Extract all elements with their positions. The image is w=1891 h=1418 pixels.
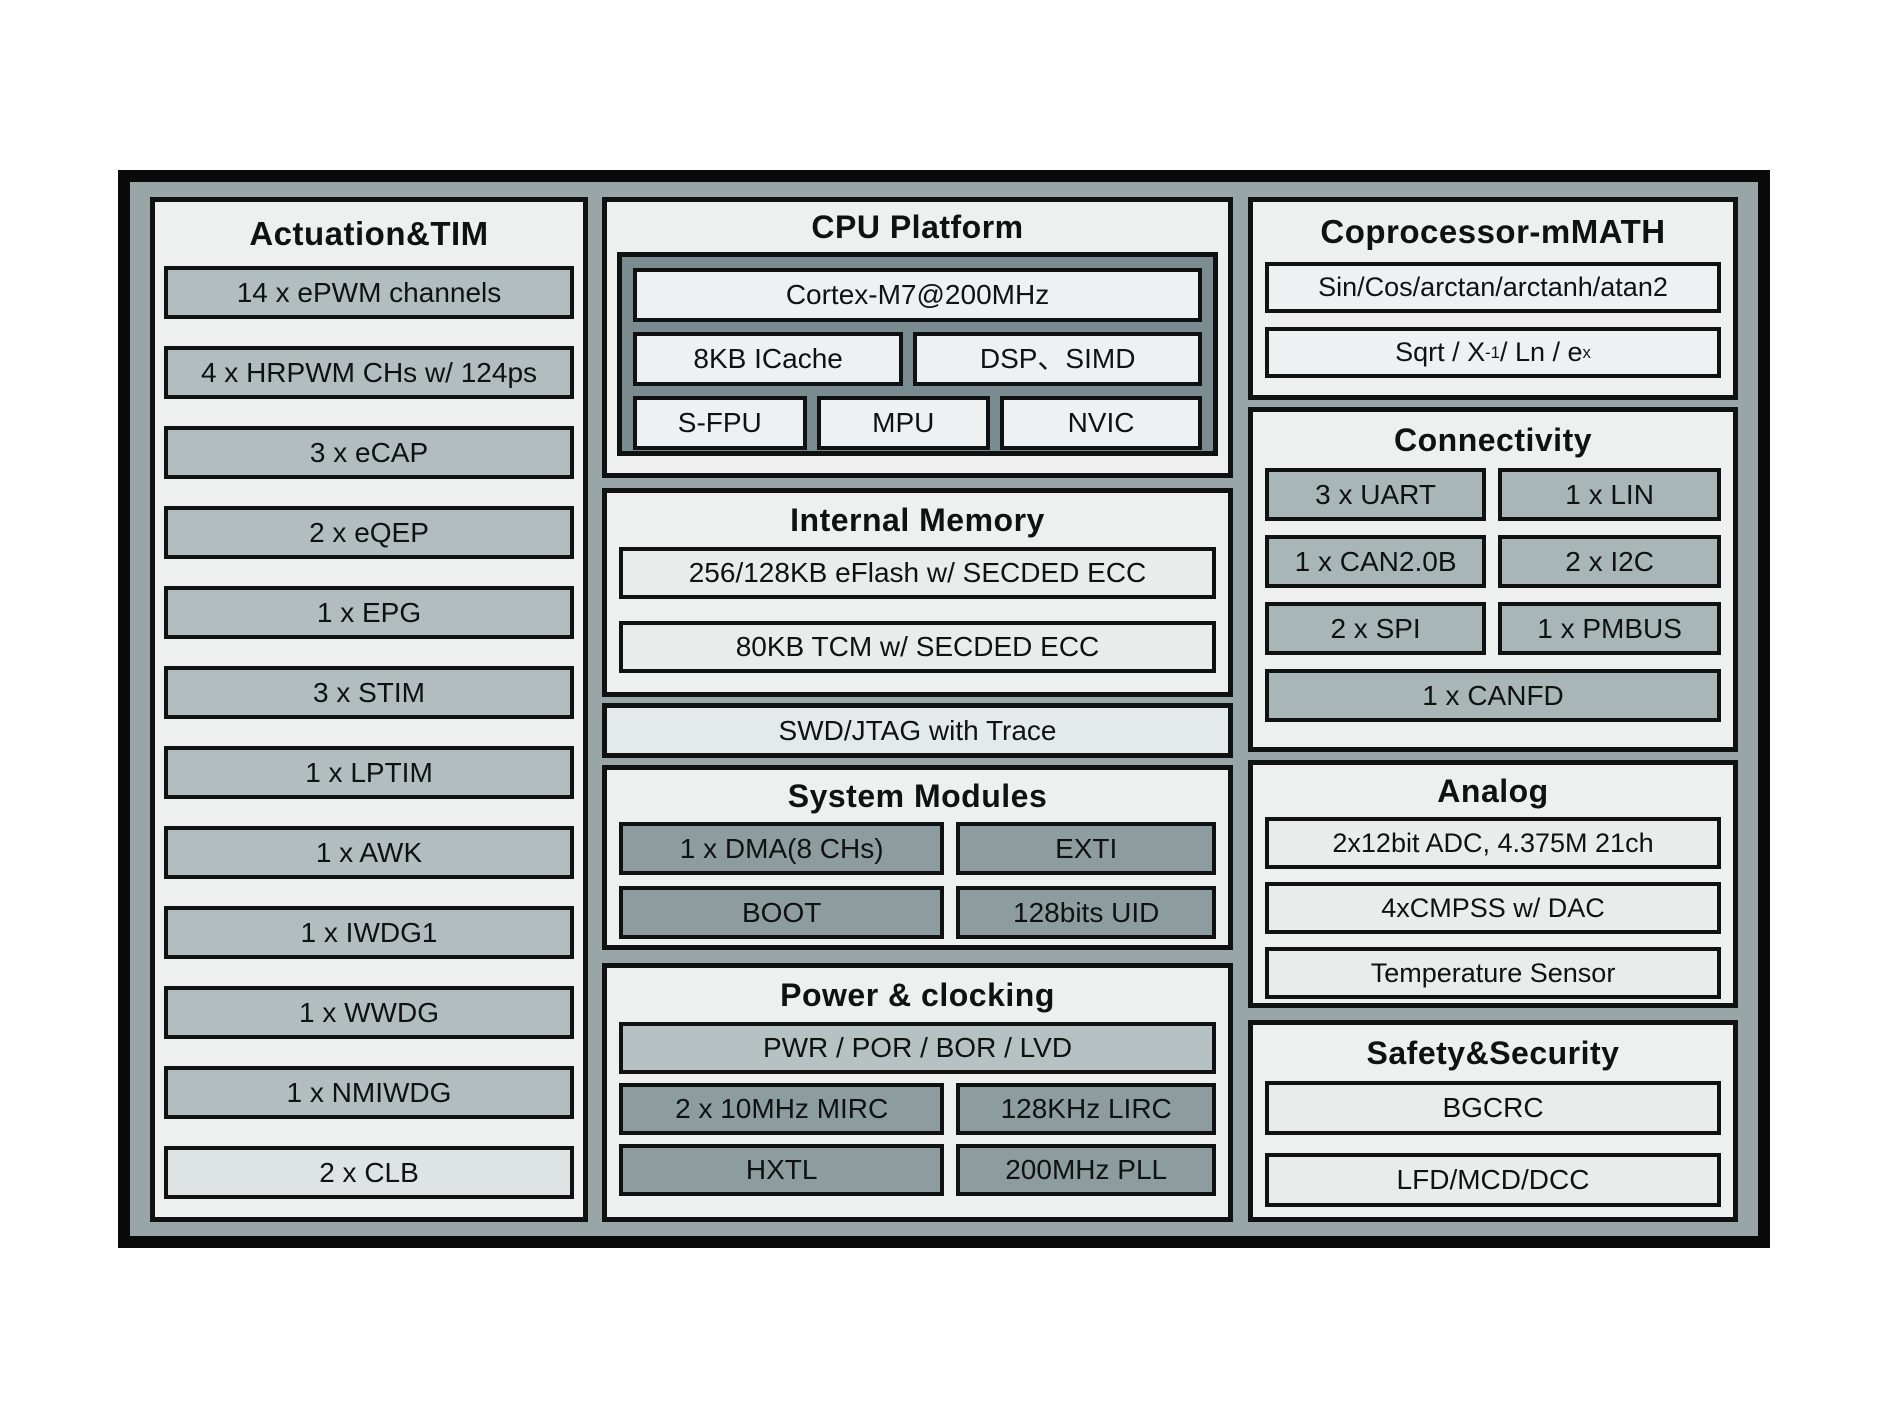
block-lfd-mcd-dcc: LFD/MCD/DCC [1265, 1153, 1721, 1207]
block-iwdg1: 1 x IWDG1 [164, 906, 574, 959]
block-cortex-m7: Cortex-M7@200MHz [633, 268, 1202, 322]
cpu-platform-panel: CPU Platform Cortex-M7@200MHz 8KB ICache… [602, 197, 1233, 478]
power-clocking-list: PWR / POR / BOR / LVD 2 x 10MHz MIRC 128… [607, 1022, 1228, 1196]
chip-outline: Actuation&TIM 14 x ePWM channels 4 x HRP… [118, 170, 1770, 1248]
block-pmbus: 1 x PMBUS [1498, 602, 1721, 655]
block-nvic: NVIC [1000, 396, 1202, 450]
block-nmiwdg: 1 x NMIWDG [164, 1066, 574, 1119]
power-row-mirc-lirc: 2 x 10MHz MIRC 128KHz LIRC [619, 1083, 1216, 1135]
block-trig-functions: Sin/Cos/arctan/arctanh/atan2 [1265, 262, 1721, 313]
system-row-boot-uid: BOOT 128bits UID [619, 886, 1216, 939]
block-pll: 200MHz PLL [956, 1144, 1216, 1196]
coprocessor-mmath-title: Coprocessor-mMATH [1320, 213, 1666, 250]
block-sfpu: S-FPU [633, 396, 807, 450]
block-clb: 2 x CLB [164, 1146, 574, 1199]
block-mirc: 2 x 10MHz MIRC [619, 1083, 945, 1135]
connectivity-panel: Connectivity 3 x UART 1 x LIN 1 x CAN2.0… [1248, 407, 1738, 752]
block-wwdg: 1 x WWDG [164, 986, 574, 1039]
block-icache: 8KB ICache [633, 332, 904, 386]
connectivity-row-uart-lin: 3 x UART 1 x LIN [1265, 468, 1721, 521]
block-cmpss: 4xCMPSS w/ DAC [1265, 882, 1721, 934]
block-i2c: 2 x I2C [1498, 535, 1721, 588]
block-bgcrc: BGCRC [1265, 1081, 1721, 1135]
power-row-hxtl-pll: HXTL 200MHz PLL [619, 1144, 1216, 1196]
block-exti: EXTI [956, 822, 1216, 875]
coprocessor-list: Sin/Cos/arctan/arctanh/atan2 Sqrt / X-1 … [1253, 262, 1733, 378]
cpu-platform-title: CPU Platform [811, 208, 1024, 245]
block-lin: 1 x LIN [1498, 468, 1721, 521]
analog-list: 2x12bit ADC, 4.375M 21ch 4xCMPSS w/ DAC … [1253, 817, 1733, 999]
analog-panel: Analog 2x12bit ADC, 4.375M 21ch 4xCMPSS … [1248, 760, 1738, 1008]
internal-memory-list: 256/128KB eFlash w/ SECDED ECC 80KB TCM … [607, 547, 1228, 673]
block-tcm: 80KB TCM w/ SECDED ECC [619, 621, 1216, 673]
connectivity-list: 3 x UART 1 x LIN 1 x CAN2.0B 2 x I2C 2 x… [1253, 468, 1733, 722]
block-swd-jtag: SWD/JTAG with Trace [602, 703, 1233, 758]
sqrt-text-pre: Sqrt / X [1395, 337, 1486, 368]
safety-security-panel: Safety&Security BGCRC LFD/MCD/DCC [1248, 1020, 1738, 1222]
connectivity-row-spi-pmbus: 2 x SPI 1 x PMBUS [1265, 602, 1721, 655]
connectivity-row-can-i2c: 1 x CAN2.0B 2 x I2C [1265, 535, 1721, 588]
actuation-tim-list: 14 x ePWM channels 4 x HRPWM CHs w/ 124p… [155, 266, 583, 1199]
system-modules-panel: System Modules 1 x DMA(8 CHs) EXTI BOOT … [602, 765, 1233, 950]
sqrt-text-mid: / Ln / e [1499, 337, 1583, 368]
block-spi: 2 x SPI [1265, 602, 1487, 655]
block-uart: 3 x UART [1265, 468, 1487, 521]
block-can20b: 1 x CAN2.0B [1265, 535, 1487, 588]
cpu-core-container: Cortex-M7@200MHz 8KB ICache DSP、SIMD S-F… [617, 252, 1218, 456]
block-hxtl: HXTL [619, 1144, 945, 1196]
block-adc: 2x12bit ADC, 4.375M 21ch [1265, 817, 1721, 869]
block-stim: 3 x STIM [164, 666, 574, 719]
block-boot: BOOT [619, 886, 945, 939]
block-awk: 1 x AWK [164, 826, 574, 879]
block-hrpwm: 4 x HRPWM CHs w/ 124ps [164, 346, 574, 399]
block-dma: 1 x DMA(8 CHs) [619, 822, 945, 875]
block-epg: 1 x EPG [164, 586, 574, 639]
internal-memory-panel: Internal Memory 256/128KB eFlash w/ SECD… [602, 488, 1233, 697]
actuation-tim-panel: Actuation&TIM 14 x ePWM channels 4 x HRP… [150, 197, 588, 1222]
connectivity-title: Connectivity [1393, 421, 1593, 458]
internal-memory-title: Internal Memory [790, 501, 1045, 538]
block-lptim: 1 x LPTIM [164, 746, 574, 799]
cpu-row-cache-dsp: 8KB ICache DSP、SIMD [633, 332, 1202, 386]
block-mpu: MPU [816, 396, 991, 450]
power-clocking-panel: Power & clocking PWR / POR / BOR / LVD 2… [602, 963, 1233, 1222]
block-dsp-simd: DSP、SIMD [913, 332, 1202, 386]
system-row-dma-exti: 1 x DMA(8 CHs) EXTI [619, 822, 1216, 875]
analog-title: Analog [1437, 772, 1549, 809]
system-modules-list: 1 x DMA(8 CHs) EXTI BOOT 128bits UID [607, 822, 1228, 939]
block-ecap: 3 x eCAP [164, 426, 574, 479]
block-pwr-por-bor-lvd: PWR / POR / BOR / LVD [619, 1022, 1216, 1074]
cpu-row-fpu-mpu-nvic: S-FPU MPU NVIC [633, 396, 1202, 450]
block-eflash: 256/128KB eFlash w/ SECDED ECC [619, 547, 1216, 599]
block-temp-sensor: Temperature Sensor [1265, 947, 1721, 999]
safety-security-title: Safety&Security [1366, 1034, 1620, 1071]
system-modules-title: System Modules [787, 777, 1048, 814]
actuation-tim-title: Actuation&TIM [249, 215, 489, 252]
power-clocking-title: Power & clocking [780, 976, 1055, 1013]
safety-security-list: BGCRC LFD/MCD/DCC [1253, 1081, 1733, 1207]
block-uid: 128bits UID [956, 886, 1216, 939]
block-eqep: 2 x eQEP [164, 506, 574, 559]
block-canfd: 1 x CANFD [1265, 669, 1721, 722]
block-lirc: 128KHz LIRC [956, 1083, 1216, 1135]
coprocessor-mmath-panel: Coprocessor-mMATH Sin/Cos/arctan/arctanh… [1248, 197, 1738, 400]
block-epwm: 14 x ePWM channels [164, 266, 574, 319]
